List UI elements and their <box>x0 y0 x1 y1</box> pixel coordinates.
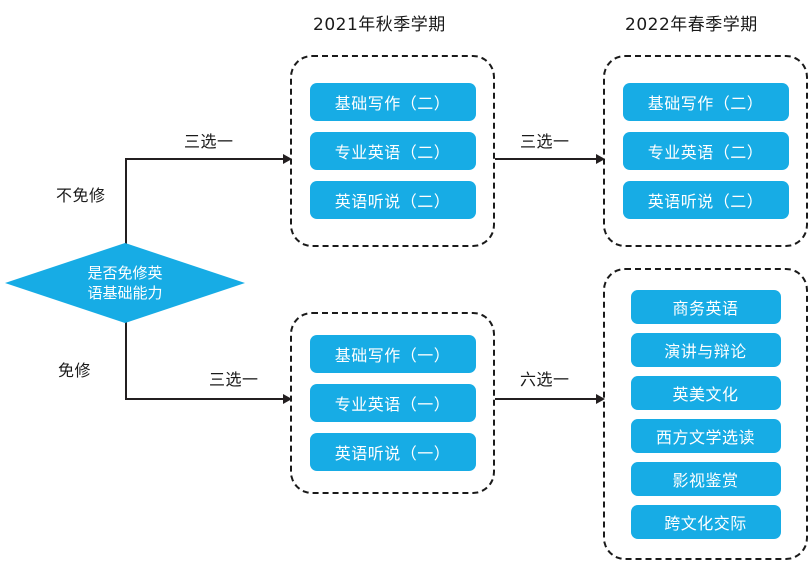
course-card[interactable]: 英美文化 <box>630 375 781 410</box>
edge-label-choose-six: 六选一 <box>520 370 570 389</box>
edge-label-choose-three-spring-nonexempt: 三选一 <box>520 132 570 151</box>
connector-fall-to-spring-nonexempt <box>495 158 598 160</box>
decision-label-line-2: 语基础能力 <box>87 284 163 302</box>
course-card[interactable]: 基础写作（一） <box>309 335 476 373</box>
column-header-spring-term: 2022年春季学期 <box>625 15 758 35</box>
course-card[interactable]: 基础写作（二） <box>309 83 476 121</box>
course-card[interactable]: 英语听说（二） <box>309 181 476 219</box>
connector-fall-to-spring-elective <box>495 398 598 400</box>
column-header-fall-term: 2021年秋季学期 <box>313 15 446 35</box>
course-card[interactable]: 影视鉴赏 <box>630 461 781 496</box>
decision-diamond-english-exemption: 是否免修英 语基础能力 <box>5 243 245 323</box>
arrow-head-exempt-to-fall <box>283 394 292 404</box>
connector-exempt-vertical <box>125 316 127 400</box>
course-group-spring-electives: 商务英语 演讲与辩论 英美文化 西方文学选读 影视鉴赏 跨文化交际 <box>603 268 808 560</box>
connector-nonexempt-vertical <box>125 158 127 250</box>
course-card[interactable]: 商务英语 <box>630 289 781 324</box>
connector-nonexempt-horizontal <box>125 158 285 160</box>
course-group-fall-exempt: 基础写作（一） 专业英语（一） 英语听说（一） <box>290 312 495 494</box>
course-card[interactable]: 专业英语（二） <box>622 132 789 170</box>
edge-label-choose-three-fall-nonexempt: 三选一 <box>184 132 234 151</box>
course-card[interactable]: 专业英语（一） <box>309 384 476 422</box>
connector-exempt-horizontal <box>125 398 285 400</box>
decision-diamond-label: 是否免修英 语基础能力 <box>5 243 245 323</box>
course-card[interactable]: 基础写作（二） <box>622 83 789 121</box>
edge-label-choose-three-fall-exempt: 三选一 <box>209 370 259 389</box>
decision-label-line-1: 是否免修英 <box>87 263 163 282</box>
course-group-spring-nonexempt: 基础写作（二） 专业英语（二） 英语听说（二） <box>603 55 808 247</box>
course-card[interactable]: 英语听说（一） <box>309 433 476 471</box>
course-card[interactable]: 西方文学选读 <box>630 418 781 453</box>
course-card[interactable]: 跨文化交际 <box>630 504 781 539</box>
arrow-head-fall-to-spring-elective <box>596 394 605 404</box>
course-card[interactable]: 演讲与辩论 <box>630 332 781 367</box>
course-card[interactable]: 英语听说（二） <box>622 181 789 219</box>
arrow-head-nonexempt-to-fall <box>283 154 292 164</box>
course-group-fall-nonexempt: 基础写作（二） 专业英语（二） 英语听说（二） <box>290 55 495 247</box>
edge-label-exempt: 免修 <box>58 361 92 380</box>
course-card[interactable]: 专业英语（二） <box>309 132 476 170</box>
arrow-head-fall-to-spring-nonexempt <box>596 154 605 164</box>
edge-label-not-exempt: 不免修 <box>56 186 106 205</box>
